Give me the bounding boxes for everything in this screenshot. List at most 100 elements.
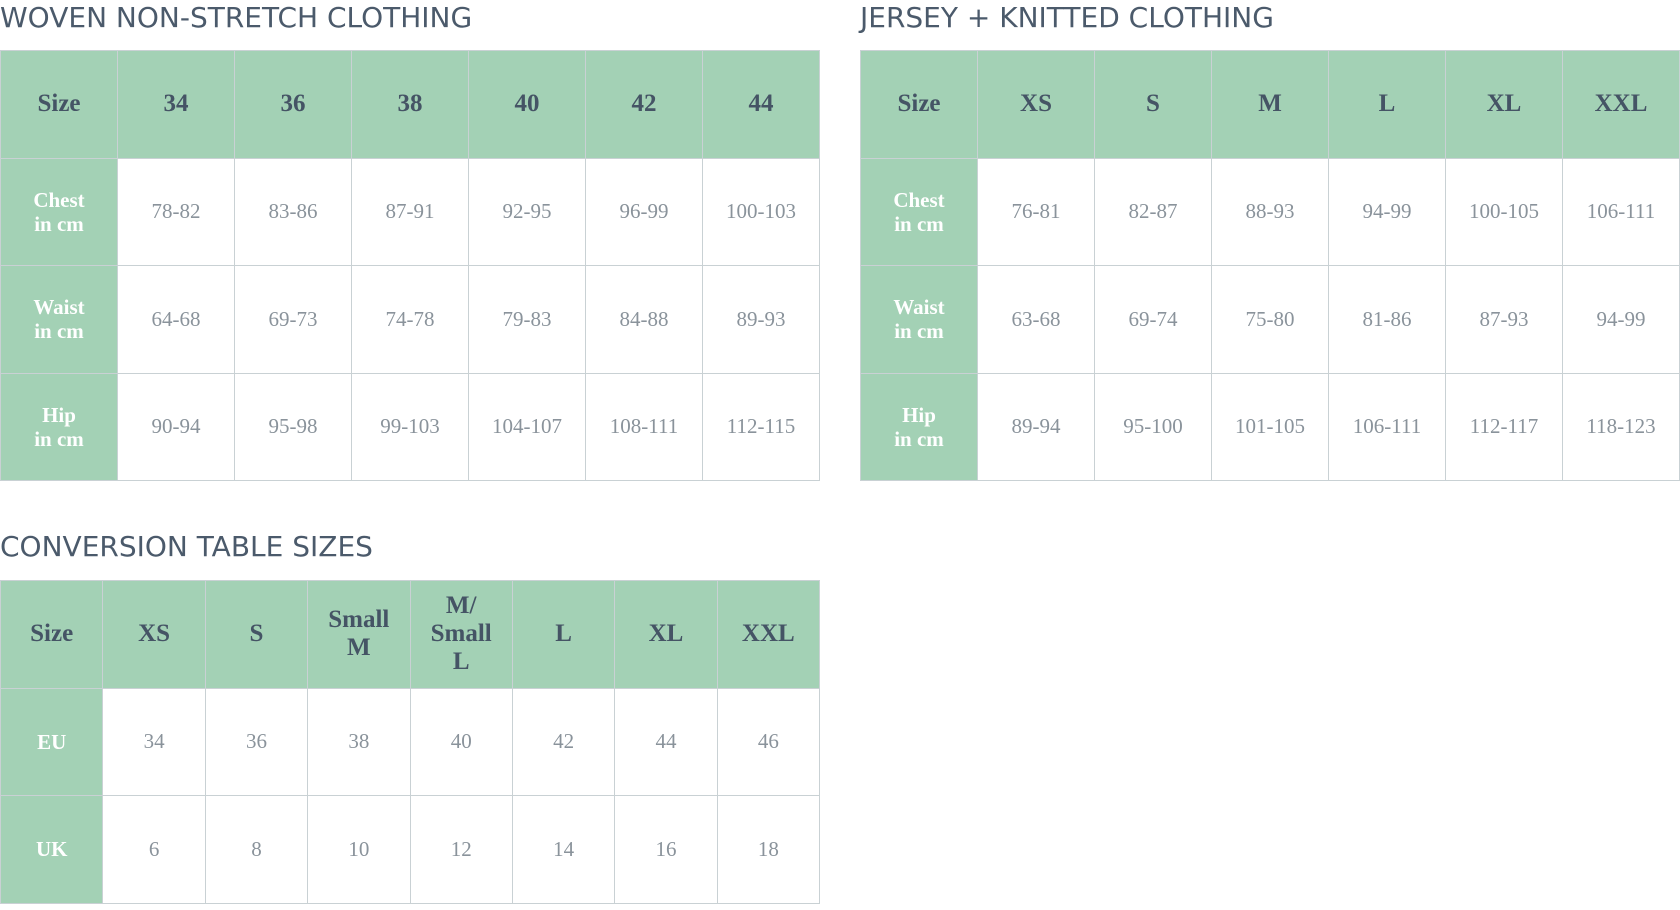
header-label: XL (648, 620, 684, 648)
measurement-cell: 64-68 (117, 265, 235, 374)
header-label: M/ Small L (430, 592, 492, 676)
size-column-header: XS (977, 50, 1095, 159)
woven-section-title: WOVEN NON-STRETCH CLOTHING (0, 1, 473, 34)
header-label: XS (1020, 90, 1052, 118)
measurement-cell: 14 (511, 795, 616, 904)
header-label: Size (37, 90, 81, 118)
size-column-header: 44 (702, 50, 820, 159)
row-label-cell: Hip in cm (860, 372, 978, 481)
header-label: Small M (328, 606, 390, 662)
measurement-cell: 79-83 (468, 265, 586, 374)
measurement-cell: 18 (716, 795, 821, 904)
measurement-cell: 84-88 (585, 265, 703, 374)
measurement-cell: 44 (614, 687, 718, 796)
header-label: XS (138, 620, 171, 648)
measurement-cell: 118-123 (1562, 372, 1680, 481)
measurement-cell: 87-93 (1445, 265, 1563, 374)
size-column-header: L (1328, 50, 1446, 159)
measurement-cell: 90-94 (117, 372, 235, 481)
size-column-header: Small M (307, 580, 411, 689)
measurement-cell: 92-95 (468, 157, 586, 266)
size-header-cell: Size (860, 50, 978, 159)
measurement-cell: 94-99 (1328, 157, 1446, 266)
header-label: 40 (514, 90, 540, 118)
size-column-header: 40 (468, 50, 586, 159)
measurement-cell: 8 (204, 795, 309, 904)
size-column-header: M/ Small L (409, 580, 513, 689)
size-column-header: 36 (234, 50, 352, 159)
measurement-cell: 95-98 (234, 372, 352, 481)
row-label-cell: UK (0, 795, 104, 904)
measurement-cell: 10 (307, 795, 411, 904)
row-label-cell: Chest in cm (0, 157, 118, 266)
measurement-cell: 63-68 (977, 265, 1095, 374)
header-label: S (249, 620, 264, 648)
measurement-cell: 112-117 (1445, 372, 1563, 481)
measurement-cell: 38 (307, 687, 411, 796)
row-label: Waist in cm (893, 295, 945, 344)
measurement-cell: 40 (409, 687, 513, 796)
table-header-row: Size XS S Small M M/ Small L L XL XXL (0, 580, 821, 689)
row-label: EU (37, 729, 67, 754)
measurement-cell: 104-107 (468, 372, 586, 481)
measurement-cell: 89-93 (702, 265, 820, 374)
size-column-header: 42 (585, 50, 703, 159)
header-label: XXL (1594, 90, 1648, 118)
measurement-cell: 16 (614, 795, 718, 904)
measurement-cell: 76-81 (977, 157, 1095, 266)
measurement-cell: 82-87 (1094, 157, 1212, 266)
row-label: Waist in cm (33, 295, 85, 344)
measurement-cell: 95-100 (1094, 372, 1212, 481)
measurement-cell: 100-105 (1445, 157, 1563, 266)
measurement-cell: 6 (102, 795, 206, 904)
row-label: UK (35, 837, 68, 862)
jersey-section-title: JERSEY + KNITTED CLOTHING (860, 1, 1274, 34)
row-label-cell: Hip in cm (0, 372, 118, 481)
row-label-cell: Waist in cm (0, 265, 118, 374)
measurement-cell: 83-86 (234, 157, 352, 266)
measurement-cell: 87-91 (351, 157, 469, 266)
row-label-cell: Chest in cm (860, 157, 978, 266)
size-column-header: XXL (1562, 50, 1680, 159)
size-header-cell: Size (0, 580, 104, 689)
measurement-cell: 108-111 (585, 372, 703, 481)
measurement-cell: 99-103 (351, 372, 469, 481)
header-label: 34 (163, 90, 189, 118)
header-label: XXL (741, 620, 795, 648)
size-column-header: L (511, 580, 616, 689)
measurement-cell: 101-105 (1211, 372, 1329, 481)
header-label: 36 (280, 90, 306, 118)
measurement-cell: 89-94 (977, 372, 1095, 481)
size-column-header: 34 (117, 50, 235, 159)
measurement-cell: 94-99 (1562, 265, 1680, 374)
size-column-header: XS (102, 580, 206, 689)
header-label: Size (897, 90, 941, 118)
header-label: 42 (631, 90, 657, 118)
size-column-header: XXL (716, 580, 821, 689)
measurement-cell: 106-111 (1328, 372, 1446, 481)
header-label: L (1378, 90, 1396, 118)
row-label: Hip in cm (34, 402, 84, 451)
measurement-cell: 81-86 (1328, 265, 1446, 374)
size-column-header: S (1094, 50, 1212, 159)
measurement-cell: 46 (716, 687, 821, 796)
measurement-cell: 74-78 (351, 265, 469, 374)
measurement-cell: 78-82 (117, 157, 235, 266)
header-label: 38 (397, 90, 423, 118)
measurement-cell: 88-93 (1211, 157, 1329, 266)
header-label: L (555, 620, 572, 648)
measurement-cell: 12 (409, 795, 513, 904)
size-column-header: 38 (351, 50, 469, 159)
row-label-cell: Waist in cm (860, 265, 978, 374)
measurement-cell: 96-99 (585, 157, 703, 266)
